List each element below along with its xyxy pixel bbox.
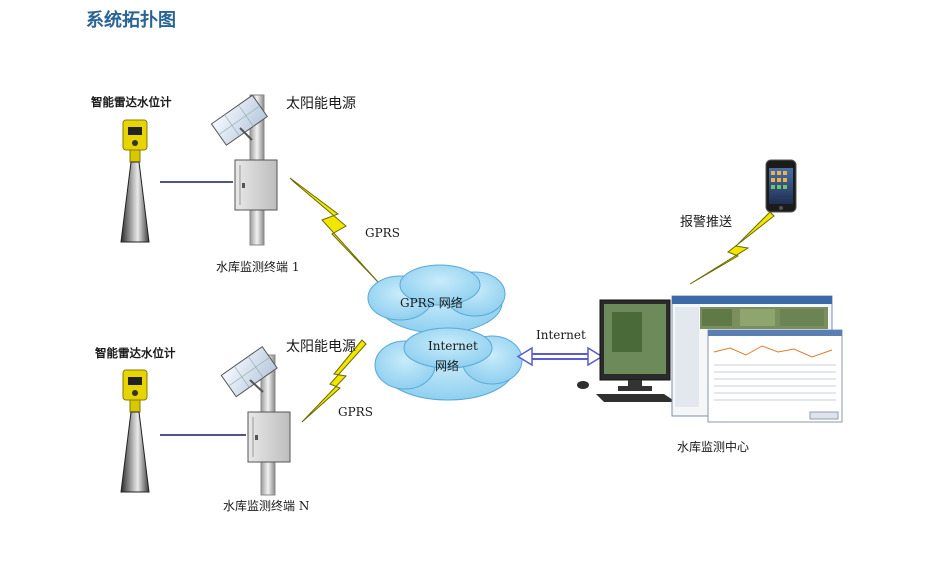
radar-level-sensor-1 xyxy=(120,119,150,243)
alarm-push-label: 报警推送 xyxy=(680,215,733,230)
internet-link-arrow xyxy=(516,346,604,367)
gprs-network-cloud xyxy=(367,264,506,334)
internet-cloud xyxy=(374,327,523,401)
gprs-lightning-bottom xyxy=(301,339,367,423)
solar-power-label-1: 太阳能电源 xyxy=(286,96,356,112)
alarm-lightning xyxy=(689,211,775,285)
terminal-label-1: 水库监测终端 1 xyxy=(216,260,300,274)
gprs-label-top: GPRS xyxy=(365,226,400,240)
monitoring-center-workstation xyxy=(577,295,843,423)
monitoring-terminal-2 xyxy=(220,345,291,496)
smartphone-icon xyxy=(765,159,797,213)
gprs-lightning-top xyxy=(289,177,379,283)
internet-link-label: Internet xyxy=(536,328,586,342)
solar-power-label-2: 太阳能电源 xyxy=(286,339,356,355)
monitoring-terminal-1 xyxy=(210,94,278,246)
page-title: 系统拓扑图 xyxy=(86,10,176,31)
gprs-network-label: GPRS 网络 xyxy=(400,296,463,310)
radar-level-sensor-2 xyxy=(120,369,150,493)
sensor-label-2: 智能雷达水位计 xyxy=(95,346,176,360)
internet-network-label-line2: 网络 xyxy=(435,359,460,373)
terminal-label-n: 水库监测终端 N xyxy=(223,499,310,513)
sensor-label-1: 智能雷达水位计 xyxy=(91,95,172,109)
internet-network-label-line1: Internet xyxy=(428,339,478,353)
gprs-label-bottom: GPRS xyxy=(338,405,373,419)
monitoring-center-label: 水库监测中心 xyxy=(677,440,750,454)
